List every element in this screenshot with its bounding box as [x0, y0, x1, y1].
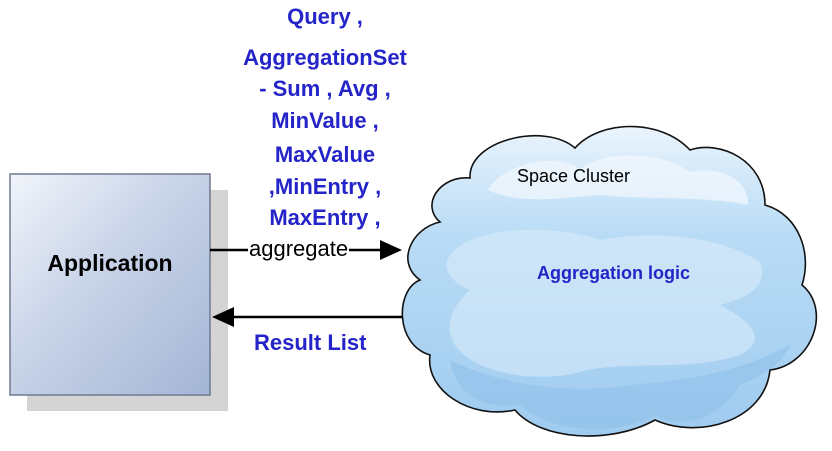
query-text-line: ,MinEntry ,: [268, 174, 382, 199]
aggregation-logic-label: Aggregation logic: [537, 263, 690, 283]
query-text-line: MinValue ,: [271, 108, 379, 133]
application-box[interactable]: [9, 173, 211, 396]
query-text-line: MaxEntry ,: [269, 205, 381, 230]
cloud-highlight: [446, 229, 762, 377]
result-arrowhead: [212, 307, 234, 327]
query-text-line: AggregationSet: [243, 45, 407, 70]
result-list-label: Result List: [254, 330, 367, 355]
application-label: Application: [47, 250, 173, 276]
space-cluster-label: Space Cluster: [517, 166, 631, 186]
cloud-lower-band: [450, 345, 790, 430]
aggregate-arrow-label: aggregate: [248, 236, 350, 262]
query-text-line: - Sum , Avg ,: [259, 76, 391, 101]
query-text-line: MaxValue: [274, 142, 376, 167]
space-cluster-cloud[interactable]: [401, 125, 818, 437]
aggregate-arrowhead: [380, 240, 402, 260]
query-text-line: Query ,: [287, 4, 363, 29]
cloud-top-light: [488, 155, 749, 205]
